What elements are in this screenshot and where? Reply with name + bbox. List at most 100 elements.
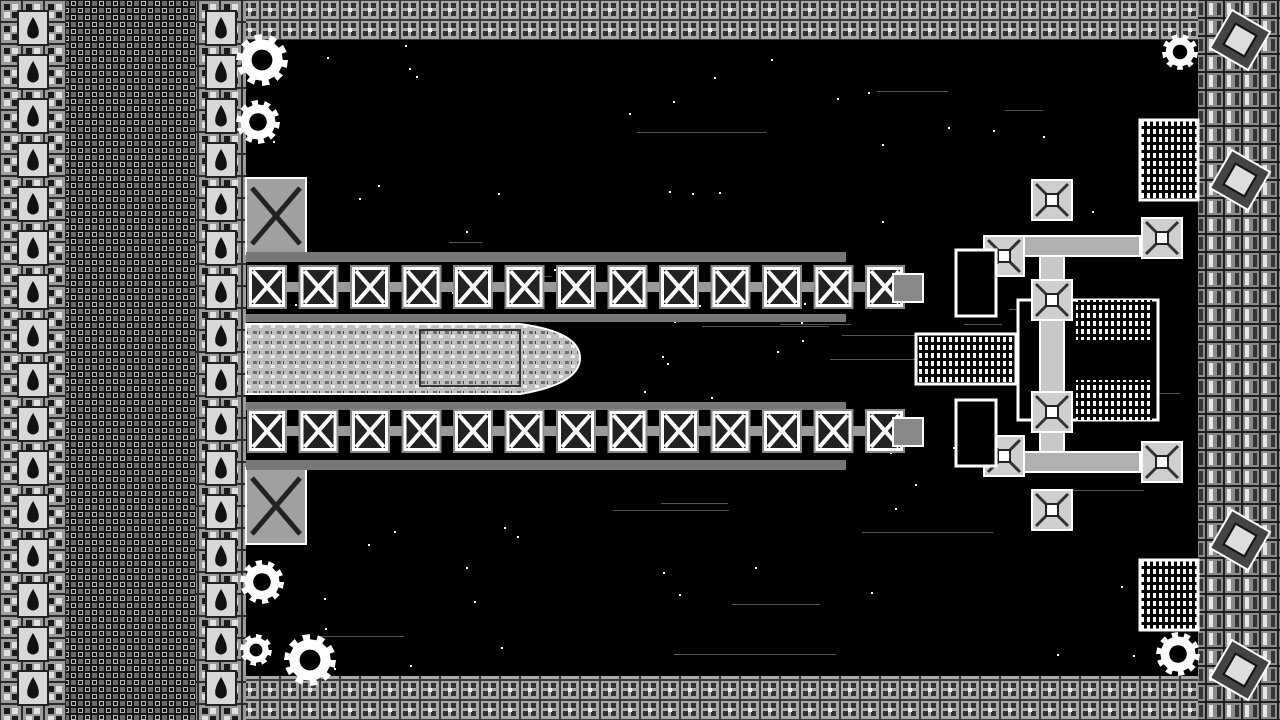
gear-icon — [1162, 34, 1198, 70]
gear-decorations — [236, 34, 1200, 686]
enemy-turret-module — [1141, 217, 1183, 259]
droplet-icon — [205, 98, 237, 134]
cargo-crate-icon — [401, 409, 454, 453]
star — [837, 98, 839, 100]
droplet-icon — [205, 494, 237, 530]
droplet-icon — [17, 54, 49, 90]
cargo-tip — [892, 417, 924, 447]
star — [324, 598, 326, 600]
droplet-icon — [205, 406, 237, 442]
bottom-frame-strip — [246, 676, 1198, 720]
right-frame — [1198, 0, 1280, 720]
droplet-icon — [17, 274, 49, 310]
engine-block-top-cross — [250, 186, 302, 246]
cargo-crate-icon — [762, 265, 814, 309]
cargo-crate-icon — [710, 409, 763, 453]
droplet-icon — [17, 10, 49, 46]
cargo-row-bottom — [247, 409, 924, 453]
droplet-icon — [17, 626, 49, 662]
enemy-thruster-top — [954, 248, 998, 318]
player-ship[interactable] — [245, 177, 924, 545]
star — [327, 57, 329, 59]
star — [699, 305, 701, 307]
star — [410, 665, 412, 667]
droplet-icon — [205, 582, 237, 618]
star — [868, 92, 870, 94]
cargo-crate-icon — [607, 265, 660, 309]
star — [711, 397, 713, 399]
speed-streak — [317, 636, 404, 637]
speed-streak — [877, 91, 948, 92]
star — [416, 76, 418, 78]
speed-streak — [702, 326, 829, 327]
star — [1133, 655, 1135, 657]
cargo-rail-top-lower — [246, 314, 846, 322]
droplet-icon — [205, 450, 237, 486]
star — [1057, 654, 1059, 656]
droplet-icon — [205, 142, 237, 178]
droplet-icon — [205, 538, 237, 574]
star — [466, 567, 468, 569]
star — [663, 572, 665, 574]
droplet-icon — [17, 230, 49, 266]
cargo-crate-icon — [247, 265, 299, 309]
gear-icon — [240, 634, 272, 666]
enemy-turret-module — [1031, 179, 1073, 221]
cargo-crate-icon — [710, 265, 763, 309]
cargo-rail-bottom-lower — [246, 460, 846, 470]
enemy-tower-top — [1138, 118, 1200, 202]
speed-streak — [613, 510, 729, 511]
star — [644, 391, 646, 393]
enemy-nose — [914, 332, 1018, 386]
cargo-crate-icon — [453, 265, 505, 309]
player-hull — [245, 323, 582, 395]
star — [394, 531, 396, 533]
star — [662, 356, 664, 358]
star — [755, 567, 757, 569]
star — [325, 628, 327, 630]
enemy-turret-module — [1141, 441, 1183, 483]
star — [474, 601, 476, 603]
droplet-icon — [17, 538, 49, 574]
cargo-crate-icon — [298, 409, 351, 453]
top-frame-strip — [246, 0, 1198, 40]
droplet-icon — [205, 230, 237, 266]
cargo-crate-icon — [813, 265, 866, 309]
star — [378, 185, 380, 187]
speed-streak — [964, 324, 1002, 325]
star — [719, 192, 721, 194]
cargo-tip — [892, 273, 924, 303]
star — [804, 303, 806, 305]
star — [359, 198, 361, 200]
cargo-crate-icon — [504, 409, 557, 453]
gear-icon — [240, 560, 284, 604]
engine-block-bottom-cross — [250, 476, 302, 536]
speed-streak — [780, 324, 851, 325]
cargo-crate-icon — [607, 409, 660, 453]
cargo-row-top — [247, 265, 924, 309]
star — [504, 527, 506, 529]
droplet-icon — [205, 186, 237, 222]
star — [993, 130, 995, 132]
star — [895, 508, 897, 510]
star — [953, 447, 955, 449]
cargo-crate-icon — [556, 265, 608, 309]
diamond-ornament-icon — [1208, 508, 1272, 572]
droplet-icon — [205, 362, 237, 398]
droplet-icon — [205, 274, 237, 310]
star — [771, 59, 773, 61]
enemy-ship[interactable] — [914, 118, 1200, 632]
cargo-crate-icon — [401, 265, 454, 309]
diamond-ornament-icon — [1208, 148, 1272, 212]
speed-streak — [1044, 490, 1144, 491]
enemy-turret-module — [1031, 391, 1073, 433]
star — [948, 127, 950, 129]
droplet-icon — [205, 54, 237, 90]
cargo-crate-icon — [350, 409, 402, 453]
speed-streak — [842, 335, 978, 336]
star — [554, 269, 556, 271]
gear-icon — [1156, 632, 1200, 676]
droplet-icon — [17, 450, 49, 486]
